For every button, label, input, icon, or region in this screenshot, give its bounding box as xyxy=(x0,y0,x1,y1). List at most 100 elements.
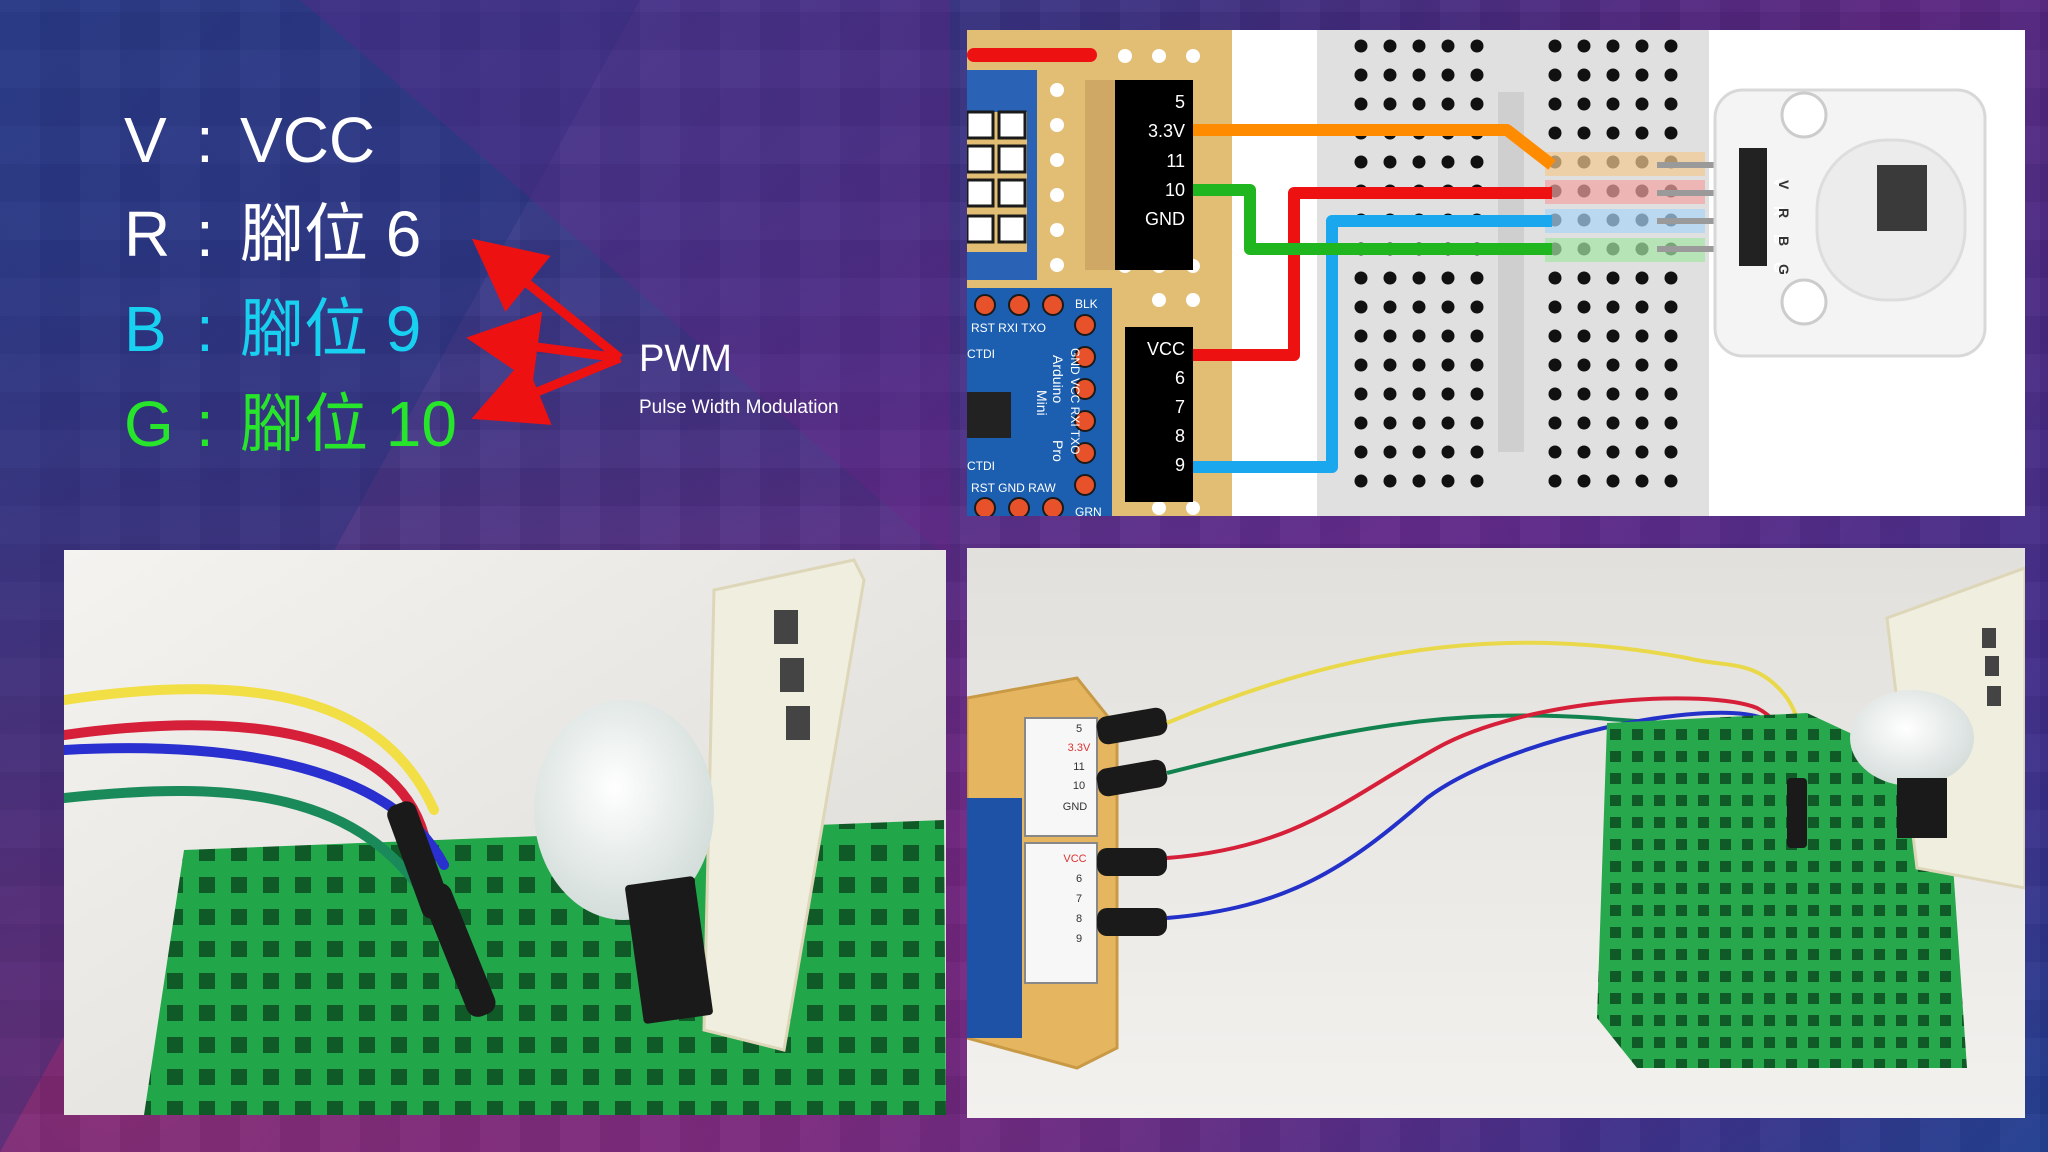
breadboard-hole xyxy=(1577,126,1591,140)
rgb-led xyxy=(534,700,714,920)
breadboard-hole xyxy=(1606,271,1620,285)
module-pin-label-dark: R xyxy=(1776,208,1792,218)
breadboard-hole xyxy=(1470,445,1484,459)
module-pin-label: V xyxy=(1771,178,1787,188)
breadboard-hole xyxy=(1635,271,1649,285)
breadboard-hole xyxy=(1470,271,1484,285)
arduino-pro-mini xyxy=(967,798,1022,1038)
breadboard-hole xyxy=(1412,39,1426,53)
pwm-subtitle: Pulse Width Modulation xyxy=(639,397,839,418)
header-bottom-label: 9 xyxy=(1175,455,1185,475)
breadboard-hole xyxy=(1354,97,1368,111)
breadboard-hole xyxy=(1548,39,1562,53)
board-title: Mini xyxy=(1034,390,1050,416)
breadboard-hole xyxy=(1470,300,1484,314)
legend-key: R xyxy=(124,198,171,270)
breadboard-hole xyxy=(1354,416,1368,430)
arrow-to-blue xyxy=(466,311,621,383)
breadboard-hole xyxy=(1606,126,1620,140)
breadboard-hole xyxy=(1441,358,1455,372)
legend-vcc: V:VCC xyxy=(124,108,375,172)
legend-green: G:腳位 10 xyxy=(124,392,457,456)
wires xyxy=(1193,124,1556,473)
breadboard-hole xyxy=(1635,68,1649,82)
rgb-led-module xyxy=(702,558,866,1052)
breadboard-hole xyxy=(1383,358,1397,372)
header-bottom-label: VCC xyxy=(1147,339,1185,359)
breadboard-hole xyxy=(1664,387,1678,401)
breadboard-hole xyxy=(1470,416,1484,430)
header-top-label: 3.3V xyxy=(1068,742,1091,754)
breadboard-hole xyxy=(1635,126,1649,140)
breadboard-hole xyxy=(1577,68,1591,82)
header-top-label: 5 xyxy=(1175,92,1185,112)
legend-value: 腳位 6 xyxy=(240,198,422,270)
breadboard-hole xyxy=(1664,97,1678,111)
breadboard-hole xyxy=(1441,39,1455,53)
breadboard-hole xyxy=(1548,300,1562,314)
red-rail-wire xyxy=(967,48,1097,62)
board-label: BLK xyxy=(1075,297,1098,311)
breadboard-hole xyxy=(1577,271,1591,285)
breadboard-hole xyxy=(1441,68,1455,82)
board-label: GRN xyxy=(1075,505,1102,516)
breadboard-hole xyxy=(1635,329,1649,343)
breadboard-hole xyxy=(1441,300,1455,314)
breadboard-hole xyxy=(1664,445,1678,459)
breadboard-hole xyxy=(1441,474,1455,488)
header-top-label: 11 xyxy=(1073,761,1084,773)
breadboard-hole xyxy=(1635,387,1649,401)
wire-blue xyxy=(1193,215,1552,473)
breadboard-hole xyxy=(1635,97,1649,111)
breadboard-hole xyxy=(1664,300,1678,314)
module-header xyxy=(1897,778,1947,838)
rgb-led xyxy=(1850,690,1974,786)
module-header xyxy=(625,876,713,1024)
legend-key: G xyxy=(124,388,174,460)
header-bottom-label: 6 xyxy=(1076,873,1082,885)
breadboard-hole xyxy=(1412,68,1426,82)
breadboard-hole xyxy=(1412,445,1426,459)
breadboard-hole xyxy=(1548,416,1562,430)
breadboard-hole xyxy=(1441,329,1455,343)
legend-value: VCC xyxy=(240,104,376,176)
breadboard-hole xyxy=(1412,387,1426,401)
breadboard-hole xyxy=(1354,474,1368,488)
breadboard-hole xyxy=(1412,155,1426,169)
breadboard-hole xyxy=(1548,97,1562,111)
breadboard-hole xyxy=(1354,387,1368,401)
breadboard-hole xyxy=(1354,329,1368,343)
breadboard-hole xyxy=(1412,97,1426,111)
breadboard-hole xyxy=(1606,39,1620,53)
breadboard-hole xyxy=(1606,474,1620,488)
breadboard xyxy=(1597,713,1967,1068)
pwm-label: PWM xyxy=(639,338,732,380)
module-pin-label: G xyxy=(1771,262,1787,273)
breadboard-hole xyxy=(1441,445,1455,459)
breadboard-hole xyxy=(1606,97,1620,111)
breadboard-hole xyxy=(1354,445,1368,459)
module-pin-label: R xyxy=(1771,206,1787,216)
breadboard-hole xyxy=(1412,329,1426,343)
breadboard-hole xyxy=(1635,445,1649,459)
breadboard-hole xyxy=(1441,387,1455,401)
breadboard-hole xyxy=(1548,358,1562,372)
header-bottom-label: 9 xyxy=(1076,933,1082,945)
breadboard-hole xyxy=(1412,300,1426,314)
breadboard-hole xyxy=(1548,126,1562,140)
breadboard-hole xyxy=(1383,68,1397,82)
breadboard-hole xyxy=(1548,387,1562,401)
board-label: CTDI xyxy=(967,347,995,361)
wire-red xyxy=(1193,187,1552,361)
breadboard-hole xyxy=(1441,416,1455,430)
breadboard-hole xyxy=(1470,387,1484,401)
wiring-diagram: 5 3.3V 11 10 GND VCC 6 7 8 9 BLK RST RXI… xyxy=(967,30,2025,516)
header-bottom-label: 6 xyxy=(1175,368,1185,388)
legend-sep: : xyxy=(196,293,214,365)
arrow-to-green xyxy=(471,353,622,425)
board-title: Pro xyxy=(1050,440,1066,462)
pwm-arrows xyxy=(466,238,623,425)
breadboard-hole xyxy=(1577,474,1591,488)
breadboard-hole xyxy=(1606,387,1620,401)
legend-red: R:腳位 6 xyxy=(124,202,421,266)
